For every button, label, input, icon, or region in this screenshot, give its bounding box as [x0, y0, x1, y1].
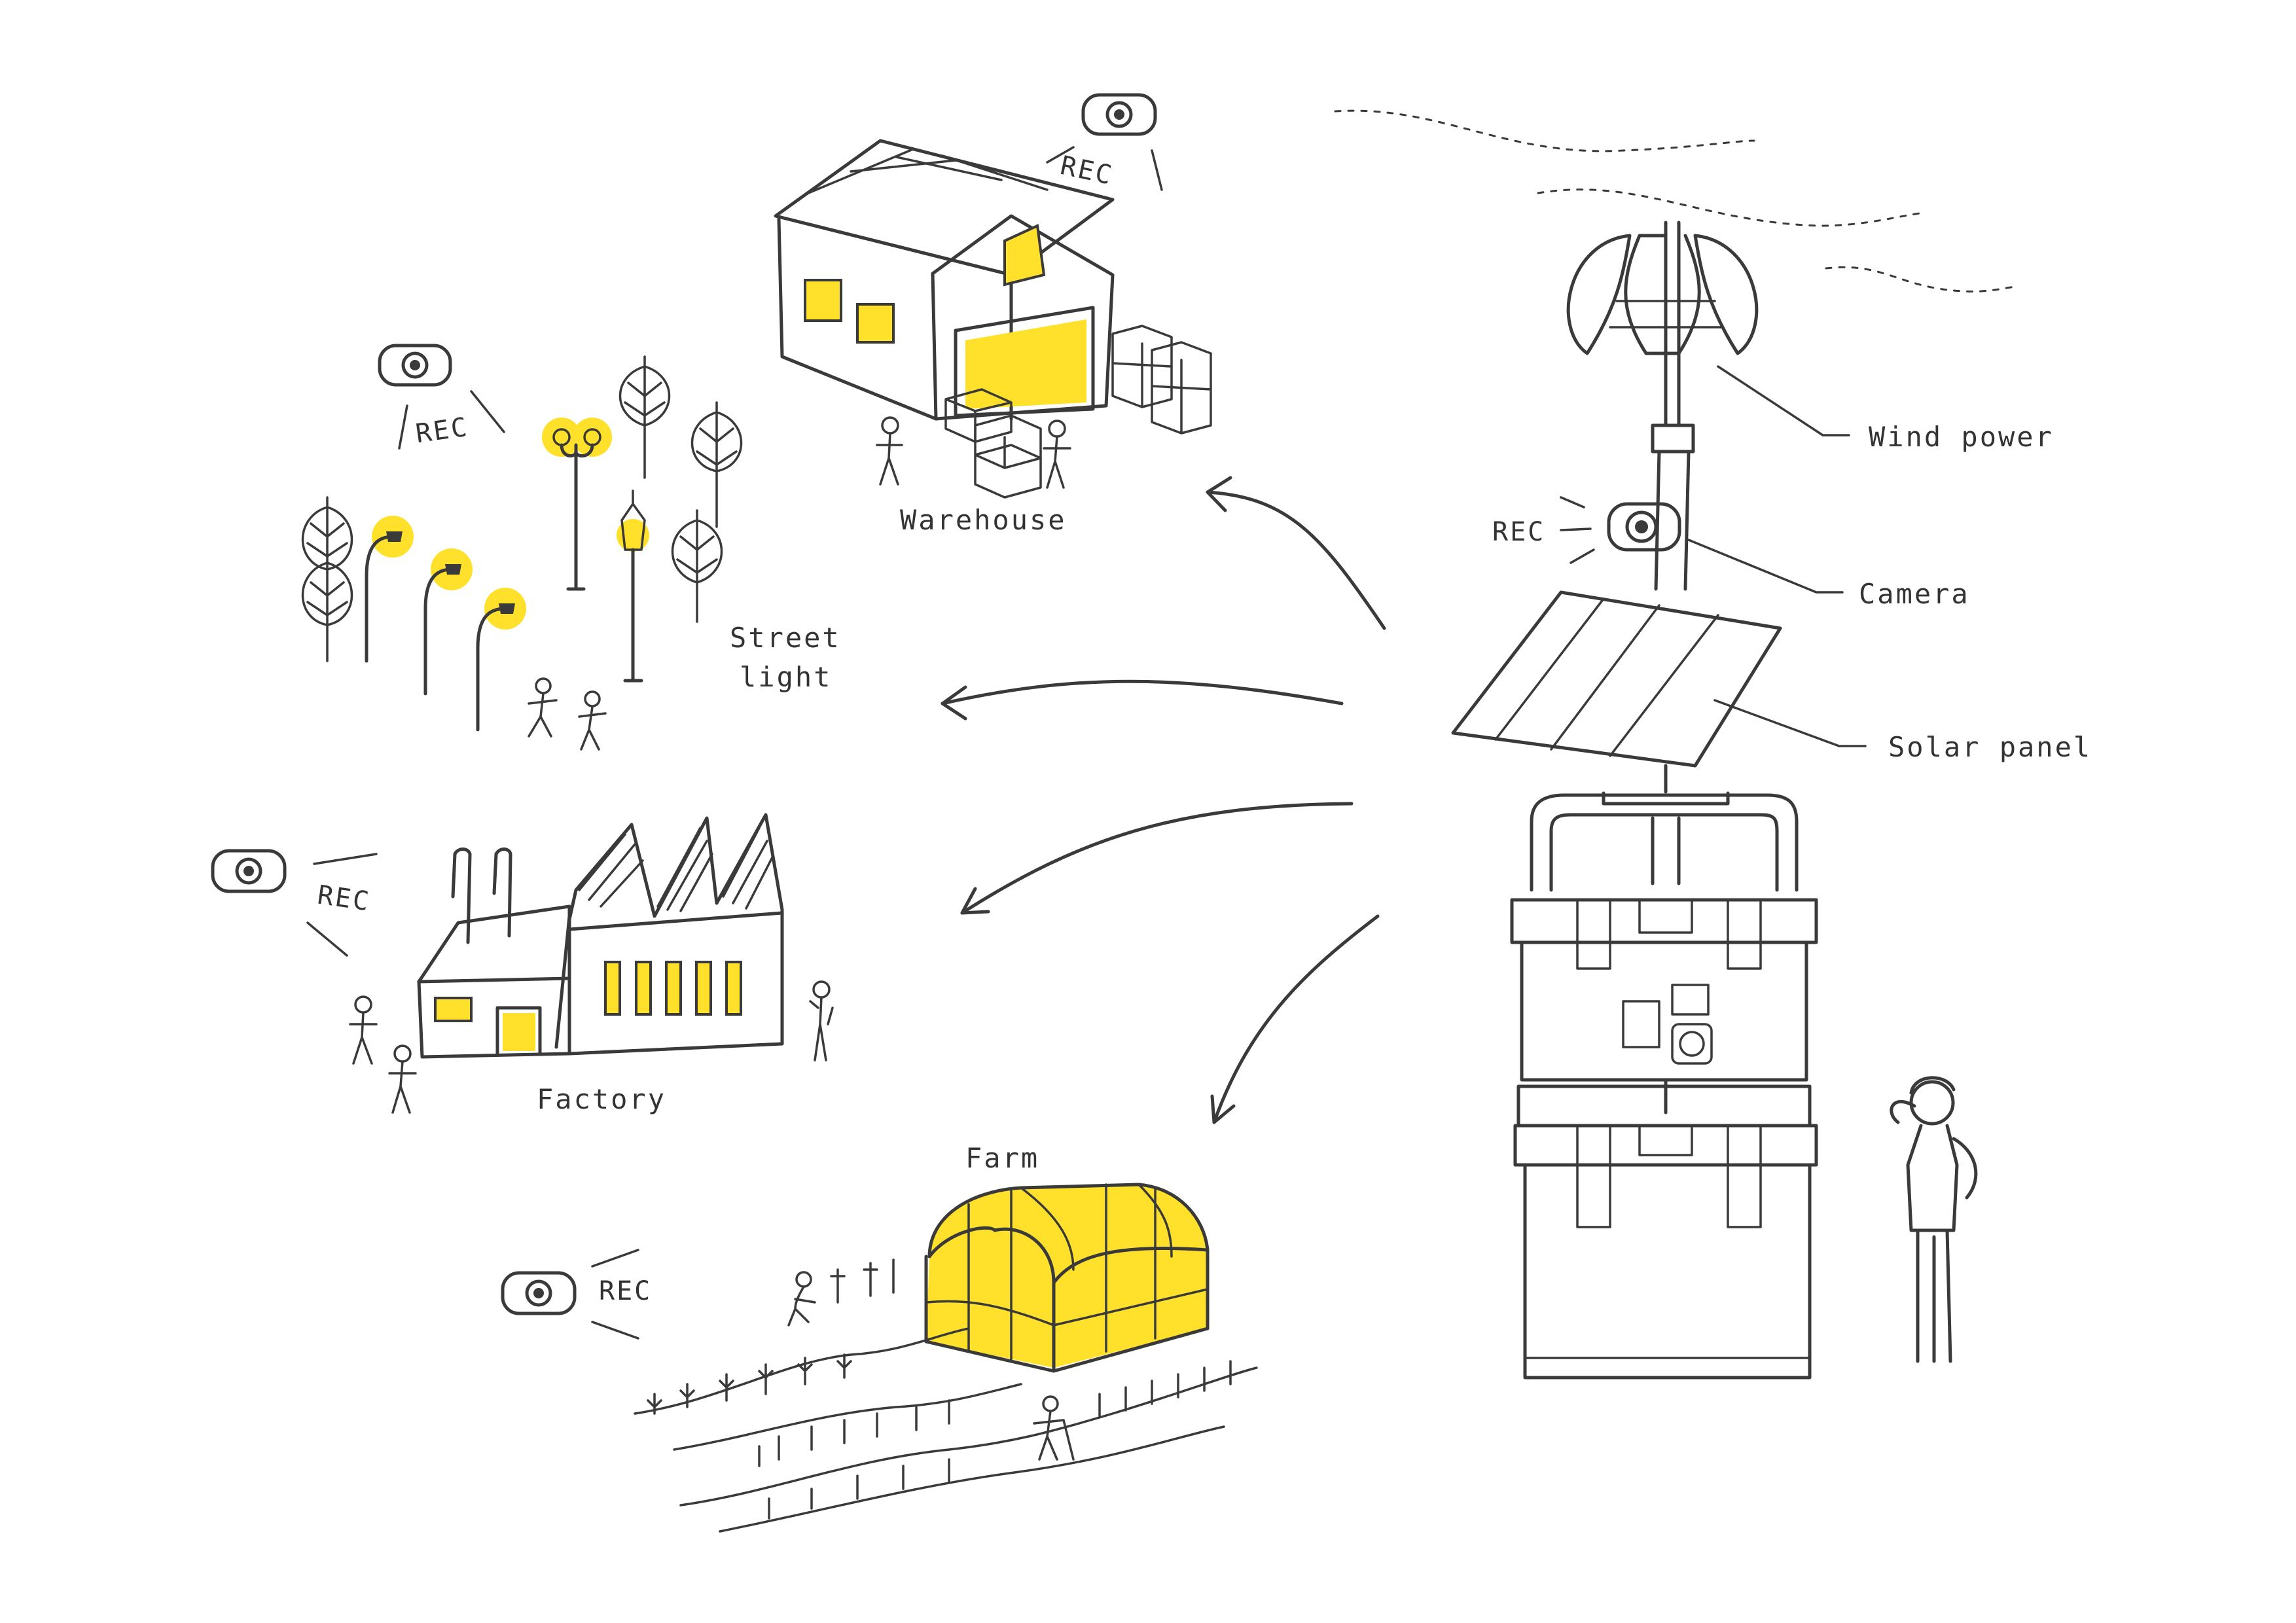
solar-panel-label: Solar panel [1888, 731, 2092, 763]
rec-tag-farm: REC [599, 1276, 653, 1306]
street-light-label-line1: Street [730, 622, 841, 654]
battery-case-icon [1510, 791, 1818, 1380]
solar-panel-icon [1451, 590, 1782, 794]
camera-icon [1046, 93, 1163, 191]
rec-tag-tower: REC [1492, 517, 1546, 547]
warehouse-label: Warehouse [900, 504, 1067, 536]
street-light-illustration [301, 355, 743, 751]
factory-label: Factory [537, 1083, 667, 1115]
leader-lines [1687, 365, 1867, 747]
camera-icon [1560, 496, 1681, 564]
farm-label: Farm [965, 1142, 1040, 1174]
warehouse-illustration [774, 139, 1212, 499]
wind-power-label: Wind power [1869, 421, 2054, 453]
wind-lines [1334, 109, 2017, 293]
connection-arrows [941, 476, 1386, 1124]
camera-icon [211, 849, 378, 957]
person-icon [1890, 1076, 1978, 1363]
street-light-label-line2: light [740, 661, 833, 693]
factory-illustration [349, 813, 834, 1114]
wind-turbine-icon [1566, 221, 1759, 591]
camera-icon [501, 1249, 639, 1340]
camera-label: Camera [1859, 578, 1970, 610]
camera-icon [378, 344, 505, 450]
farm-illustration [634, 1183, 1258, 1533]
